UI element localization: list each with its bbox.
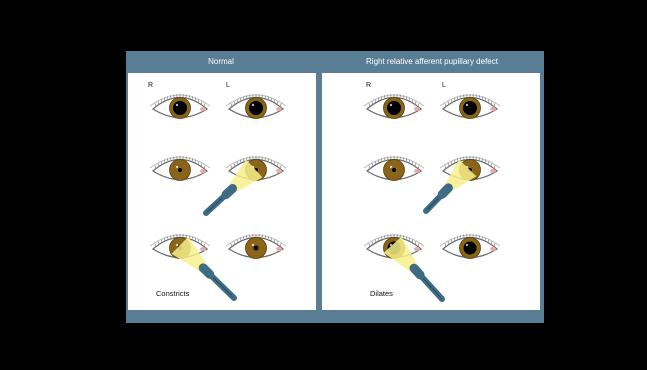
pupil — [387, 101, 401, 115]
pupil — [253, 245, 259, 251]
left-eye-baseline — [225, 94, 287, 119]
panel-title-normal: Normal — [208, 57, 234, 66]
flashlight — [203, 159, 263, 216]
pupil — [463, 101, 477, 115]
left-eye-label: L — [442, 82, 446, 89]
panel-title-rapd: Right relative afferent pupillary defect — [366, 57, 498, 66]
pupil — [178, 168, 182, 172]
pupil — [392, 168, 396, 172]
left-eye-baseline — [439, 94, 501, 119]
right-eye-constricted — [149, 156, 211, 181]
light-beam — [383, 236, 418, 272]
eyes-diagram-normal — [149, 94, 287, 301]
right-eye-constricted — [363, 156, 425, 181]
left-eye-label: L — [226, 82, 230, 89]
right-eye-baseline — [149, 94, 211, 119]
caption-constricts: Constricts — [156, 289, 190, 298]
flashlight — [423, 159, 477, 214]
flashlight — [171, 236, 237, 301]
pupil — [249, 101, 263, 115]
pupil — [173, 101, 187, 115]
right-eye-label: R — [148, 82, 154, 89]
left-eye-constricted — [225, 234, 287, 259]
diagram-frame: Normal Right relative afferent pupillary… — [126, 51, 544, 323]
right-eye-label: R — [366, 82, 372, 89]
light-beam — [229, 159, 263, 193]
panel-rapd: R L Dilates — [322, 73, 540, 310]
light-beam — [444, 159, 477, 192]
eyes-diagram-rapd — [363, 94, 501, 302]
left-eye-dilated — [439, 234, 501, 259]
pupil — [463, 241, 477, 255]
panel-normal: R L Constricts — [128, 73, 316, 310]
right-eye-baseline — [363, 94, 425, 119]
flashlight — [383, 236, 445, 302]
caption-dilates: Dilates — [370, 289, 393, 298]
light-beam — [171, 236, 207, 272]
